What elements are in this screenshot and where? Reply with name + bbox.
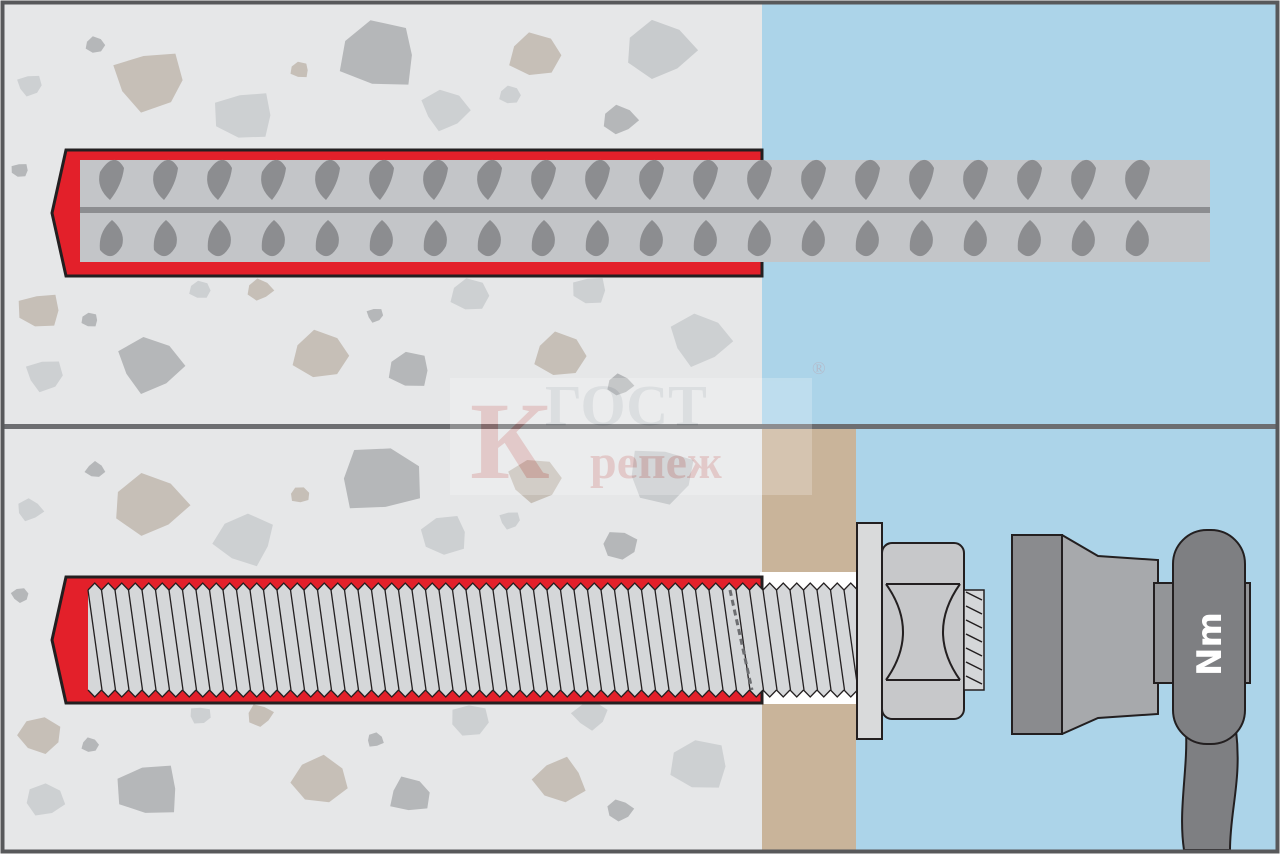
svg-text:репеж: репеж	[590, 436, 722, 489]
svg-text:ГОСТ: ГОСТ	[545, 373, 707, 438]
concrete-aggregate-bottom	[10, 448, 726, 822]
wrench-head	[1172, 529, 1246, 745]
rebar-anchor-panel	[4, 4, 1276, 424]
hex-nut	[881, 542, 965, 720]
threaded-rod	[87, 582, 883, 698]
rod-end-threads	[963, 589, 985, 691]
wrench-handle	[1181, 729, 1239, 851]
concrete-aggregate-top	[11, 19, 734, 396]
svg-text:К: К	[470, 380, 550, 502]
panel-divider	[4, 424, 1276, 429]
svg-text:®: ®	[812, 358, 826, 378]
rebar-center-line	[80, 207, 1210, 213]
watermark-logo: К ГОСТ репеж ®	[450, 358, 826, 502]
threaded-rod-anchor-panel: Nm	[4, 429, 1276, 851]
torque-wrench: Nm	[1011, 529, 1251, 851]
washer	[856, 522, 883, 740]
rebar-ribs	[99, 159, 1150, 257]
torque-label: Nm	[1190, 612, 1230, 676]
